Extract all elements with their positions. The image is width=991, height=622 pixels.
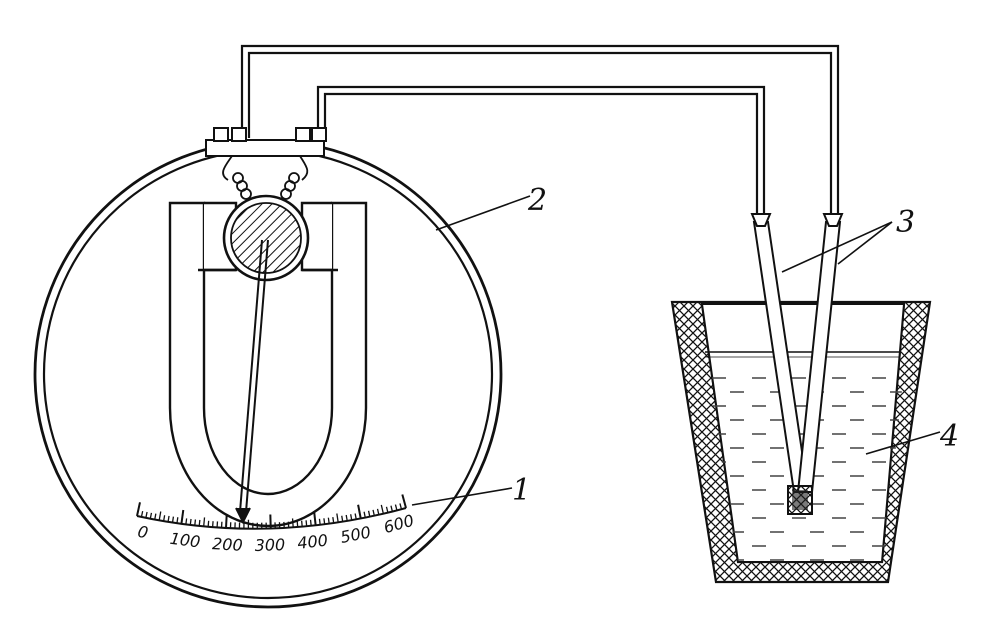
scale-tick (336, 513, 339, 523)
hot-junction (787, 485, 813, 515)
scale-tick (149, 512, 153, 519)
callout-3: 3 (896, 205, 915, 240)
scale-tick (363, 511, 366, 518)
scale-tick (372, 509, 375, 516)
scale-tick (180, 509, 185, 524)
scale-tick (189, 518, 192, 526)
scale-tick (345, 514, 348, 522)
connecting-wires (240, 44, 840, 218)
scale-tick (301, 520, 303, 527)
scale-tick (323, 518, 326, 525)
scale-tick (399, 503, 403, 510)
scale-tick (185, 518, 188, 525)
scale-tick (154, 513, 157, 520)
scale-tick (207, 520, 210, 527)
scale-tick (401, 494, 407, 509)
callout-1: 1 (512, 473, 531, 508)
scale-tick (198, 519, 201, 527)
u-magnet (168, 201, 368, 528)
scale-tick (390, 505, 394, 512)
scale-tick (162, 515, 166, 522)
scale-tick (367, 510, 371, 517)
scale-tick (140, 510, 144, 518)
scale-label: 200 (212, 534, 243, 555)
right-spring (280, 172, 300, 200)
scale-tick (327, 517, 330, 524)
callout-2-leader (435, 195, 531, 231)
scale-tick (357, 504, 362, 519)
scale-label: 500 (339, 522, 373, 546)
scale-tick (341, 515, 344, 522)
left-spring (232, 172, 252, 200)
scale-tick (145, 511, 148, 518)
callout-4-leader (865, 431, 941, 455)
scale-tick (394, 504, 398, 511)
insulated-vessel (670, 300, 932, 584)
scale-tick (354, 513, 357, 520)
scale-tick (385, 506, 389, 513)
hair-springs (222, 155, 309, 200)
callout-4: 4 (939, 419, 959, 454)
scale-tick (313, 511, 317, 526)
scale-tick (194, 519, 197, 526)
scale-tick (203, 517, 206, 527)
scale-label: 100 (169, 529, 202, 552)
scale-label: 600 (382, 511, 416, 537)
scale-tick (291, 518, 294, 528)
moving-coil (222, 194, 310, 282)
scale-ticks (136, 494, 407, 529)
callout-2: 2 (527, 183, 547, 218)
callout-3-leaders (781, 221, 893, 273)
scale-tick (318, 518, 321, 525)
scale-tick (376, 508, 380, 515)
scale-tick (136, 502, 141, 517)
pointer (235, 239, 269, 525)
scale-tick (167, 515, 170, 522)
scale-label: 0 (136, 522, 150, 543)
callout-1-leader (411, 487, 513, 506)
scale-tick (350, 514, 353, 521)
terminal-block (205, 127, 327, 157)
scale-tick (332, 517, 335, 524)
scale-tick (225, 513, 228, 529)
scale-tick (176, 517, 179, 524)
scale-tick (380, 504, 384, 514)
scale-tick (309, 519, 312, 526)
scale-label: 400 (296, 531, 328, 553)
scale-label: 300 (254, 535, 285, 555)
scale-tick (171, 516, 175, 523)
scale-tick (305, 520, 308, 527)
scale-tick (158, 511, 162, 521)
